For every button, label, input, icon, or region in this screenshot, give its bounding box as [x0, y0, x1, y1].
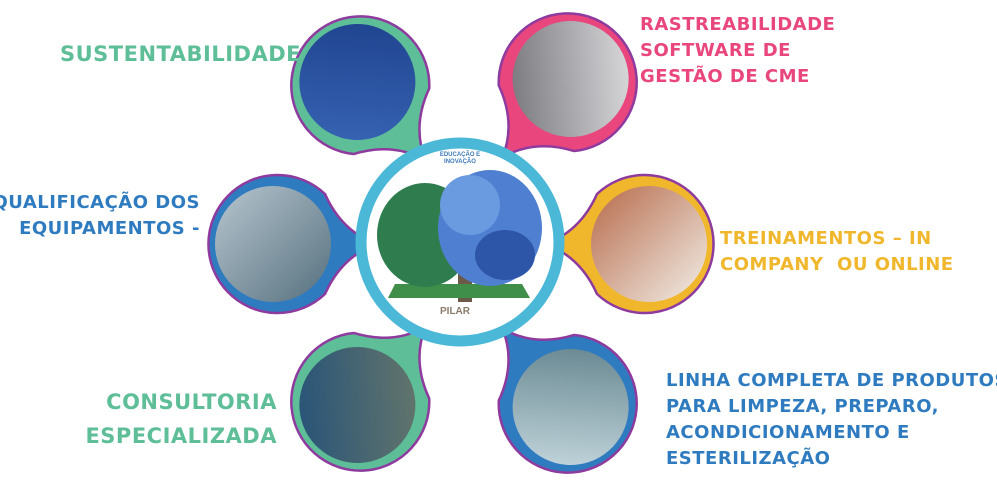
label-linha: LINHA COMPLETA DE PRODUTOS PARA LIMPEZA,… — [666, 370, 997, 469]
photo-training-class — [591, 186, 707, 302]
photo-label-printer — [512, 20, 629, 137]
label-sustentabilidade: SUSTENTABILIDADE — [60, 42, 301, 66]
petal-rastreabilidade — [497, 12, 638, 161]
petal-consultoria — [290, 323, 431, 472]
label-treinamentos: TREINAMENTOS – IN COMPANY OU ONLINE — [720, 228, 954, 275]
center-top-text: EDUCAÇÃO E INOVAÇÃO — [439, 152, 481, 165]
petal-qualificacao — [207, 173, 381, 315]
label-consultoria: CONSULTORIA ESPECIALIZADA — [85, 390, 277, 448]
photo-equipment-technician — [215, 186, 331, 302]
petal-treinamentos — [541, 173, 715, 315]
photo-cleaning-products — [299, 23, 416, 140]
label-rastreabilidade: RASTREABILIDADE SOFTWARE DE GESTÃO DE CM… — [640, 14, 836, 87]
tree-image — [377, 170, 542, 302]
label-qualificacao: QUALIFICAÇÃO DOS EQUIPAMENTOS - — [0, 192, 200, 239]
petal-sustentabilidade — [290, 15, 431, 164]
petal-linha — [497, 325, 638, 474]
center-bottom-text: PILAR — [440, 306, 470, 317]
photo-consulting-notebook — [299, 347, 416, 464]
photo-sterilization-products — [512, 349, 629, 466]
center-circle — [355, 137, 565, 347]
